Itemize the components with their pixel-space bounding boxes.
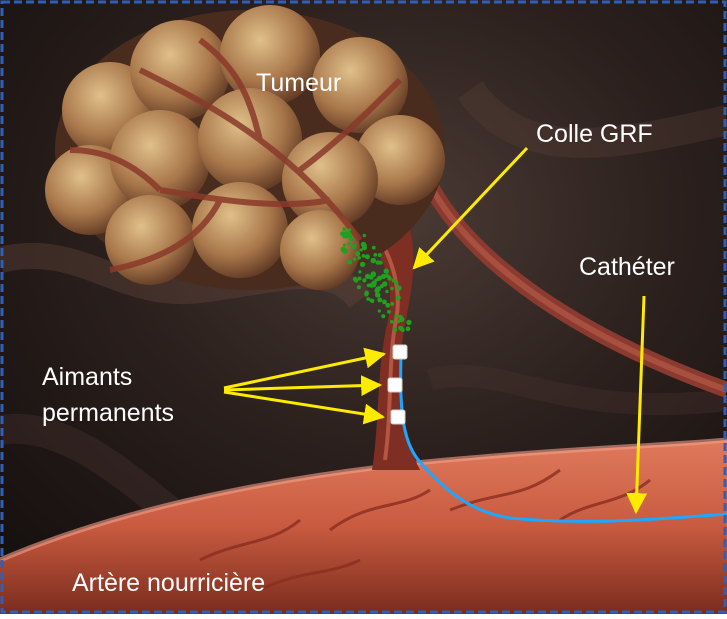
- glue-dot: [349, 237, 353, 241]
- glue-dot: [363, 234, 366, 237]
- glue-dot: [348, 228, 351, 231]
- glue-dot: [347, 260, 352, 265]
- glue-dot: [372, 246, 376, 250]
- glue-dot: [406, 320, 411, 325]
- magnet-1: [393, 345, 407, 359]
- glue-dot: [365, 254, 370, 259]
- catheter-label: Cathéter: [579, 253, 675, 281]
- glue-dot: [358, 277, 362, 281]
- glue-dot: [357, 256, 361, 260]
- glue-label: Colle GRF: [536, 120, 653, 148]
- glue-dot: [387, 310, 391, 314]
- glue-dot: [369, 298, 373, 302]
- glue-dot: [367, 284, 371, 288]
- glue-dot: [396, 295, 401, 300]
- magnets-label-line1: Aimants: [42, 363, 132, 391]
- glue-dot: [364, 291, 369, 296]
- glue-dot: [365, 274, 370, 279]
- glue-dot: [357, 285, 361, 289]
- glue-dot: [394, 314, 397, 317]
- glue-dot: [375, 292, 380, 297]
- glue-dot: [343, 227, 347, 231]
- glue-dot: [353, 277, 358, 282]
- glue-dot: [378, 309, 381, 312]
- glue-dot: [382, 300, 387, 305]
- glue-dot: [358, 270, 361, 273]
- glue-dot: [385, 290, 388, 293]
- glue-dot: [399, 317, 404, 322]
- glue-dot: [373, 253, 377, 257]
- glue-dot: [396, 285, 401, 290]
- glue-dot: [377, 276, 382, 281]
- glue-dot: [351, 244, 356, 249]
- glue-dot: [401, 328, 405, 332]
- glue-dot: [355, 251, 360, 256]
- glue-dot: [377, 298, 382, 303]
- glue-dot: [371, 258, 377, 264]
- glue-dot: [376, 260, 380, 264]
- magnet-3: [391, 410, 405, 424]
- glue-dot: [380, 284, 384, 288]
- glue-dot: [343, 244, 346, 247]
- tumor-label: Tumeur: [256, 69, 341, 97]
- glue-dot: [395, 281, 399, 285]
- glue-dot: [343, 235, 347, 239]
- glue-dot: [390, 320, 394, 324]
- magnets-label-line2: permanents: [42, 399, 174, 427]
- glue-dot: [384, 269, 389, 274]
- glue-dot: [341, 247, 347, 253]
- glue-dot: [371, 283, 376, 288]
- magnet-2: [388, 378, 402, 392]
- glue-dot: [381, 314, 385, 318]
- glue-dot: [385, 303, 390, 308]
- artery-label: Artère nourricière: [72, 569, 265, 597]
- glue-dot: [378, 253, 382, 257]
- glue-dot: [390, 287, 394, 291]
- glue-dot: [353, 257, 357, 261]
- glue-dot: [360, 262, 365, 267]
- glue-dot: [393, 328, 397, 332]
- glue-dot: [361, 242, 367, 248]
- glue-dot: [387, 275, 390, 278]
- glue-dot: [347, 242, 350, 245]
- glue-dot: [406, 326, 411, 331]
- glue-dot: [390, 302, 394, 306]
- glue-dot: [362, 254, 366, 258]
- glue-dot: [362, 278, 366, 282]
